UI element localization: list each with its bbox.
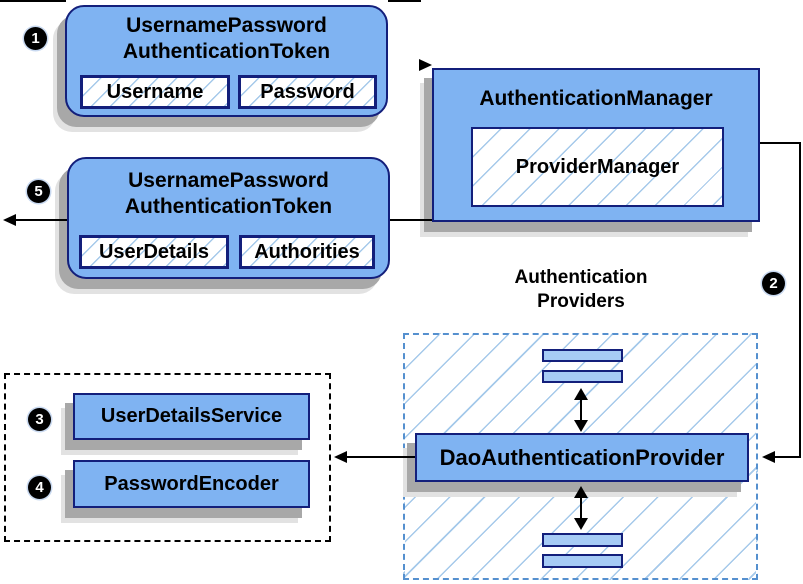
connector-dao-to-services-line	[347, 456, 415, 458]
arrow-left-icon	[334, 451, 347, 463]
authentication-providers-title: Authentication Providers	[403, 266, 759, 314]
connector-step2-bottom-line	[775, 456, 801, 458]
double-arrow-icon	[574, 388, 588, 432]
step-2-badge: 2	[762, 272, 785, 295]
authentication-manager-title: AuthenticationManager	[479, 87, 713, 110]
userdetails-field-box: UserDetails	[79, 235, 229, 269]
request-token-title-line1: UsernamePassword	[126, 14, 327, 37]
arrow-down-icon	[574, 420, 588, 432]
arrow-left-icon	[762, 451, 775, 463]
authorities-field-box: Authorities	[239, 235, 375, 269]
arrow-down-icon	[574, 518, 588, 530]
connector-token-to-manager-line	[388, 0, 421, 2]
request-token-node: UsernamePassword AuthenticationToken Use…	[65, 5, 388, 117]
user-details-service-node: UserDetailsService	[73, 393, 310, 440]
services-container	[4, 373, 331, 542]
connector-step1-line	[0, 0, 66, 2]
request-token-title-line2: AuthenticationToken	[122, 40, 331, 63]
password-field-box: Password	[238, 75, 377, 109]
arrow-right-icon	[419, 59, 432, 71]
arrow-left-icon	[3, 214, 16, 226]
provider-manager-box: ProviderManager	[471, 127, 724, 207]
response-token-node: UsernamePassword AuthenticationToken Use…	[67, 157, 390, 279]
response-token-title-line2: AuthenticationToken	[124, 195, 333, 218]
authentication-providers-title-line1: Authentication	[514, 267, 648, 288]
dao-authentication-provider-node: DaoAuthenticationProvider	[415, 433, 749, 482]
response-token-title-line1: UsernamePassword	[128, 169, 329, 192]
arrow-up-icon	[574, 486, 588, 498]
provider-placeholder-bar	[542, 370, 623, 383]
connector-step2-vertical-line	[799, 142, 801, 458]
step-1-badge: 1	[24, 27, 47, 50]
connector-manager-to-token-line	[390, 219, 432, 221]
authentication-manager-node: AuthenticationManager ProviderManager	[432, 68, 760, 222]
password-encoder-node: PasswordEncoder	[73, 460, 310, 508]
connector-step5-line	[16, 219, 67, 221]
arrow-up-icon	[574, 388, 588, 400]
request-token-title: UsernamePassword AuthenticationToken	[67, 13, 386, 65]
step-5-badge: 5	[27, 180, 50, 203]
double-arrow-icon	[574, 486, 588, 530]
step-3-badge: 3	[28, 408, 51, 431]
response-token-title: UsernamePassword AuthenticationToken	[69, 168, 388, 220]
connector-step2-top-line	[760, 142, 801, 144]
username-field-box: Username	[80, 75, 230, 109]
authentication-providers-title-line2: Providers	[537, 291, 625, 312]
arrow-stem	[579, 398, 583, 422]
provider-placeholder-bar	[542, 554, 623, 568]
step-4-badge: 4	[28, 476, 51, 499]
arrow-stem	[579, 496, 583, 520]
provider-placeholder-bar	[542, 349, 623, 362]
provider-placeholder-bar	[542, 533, 623, 547]
